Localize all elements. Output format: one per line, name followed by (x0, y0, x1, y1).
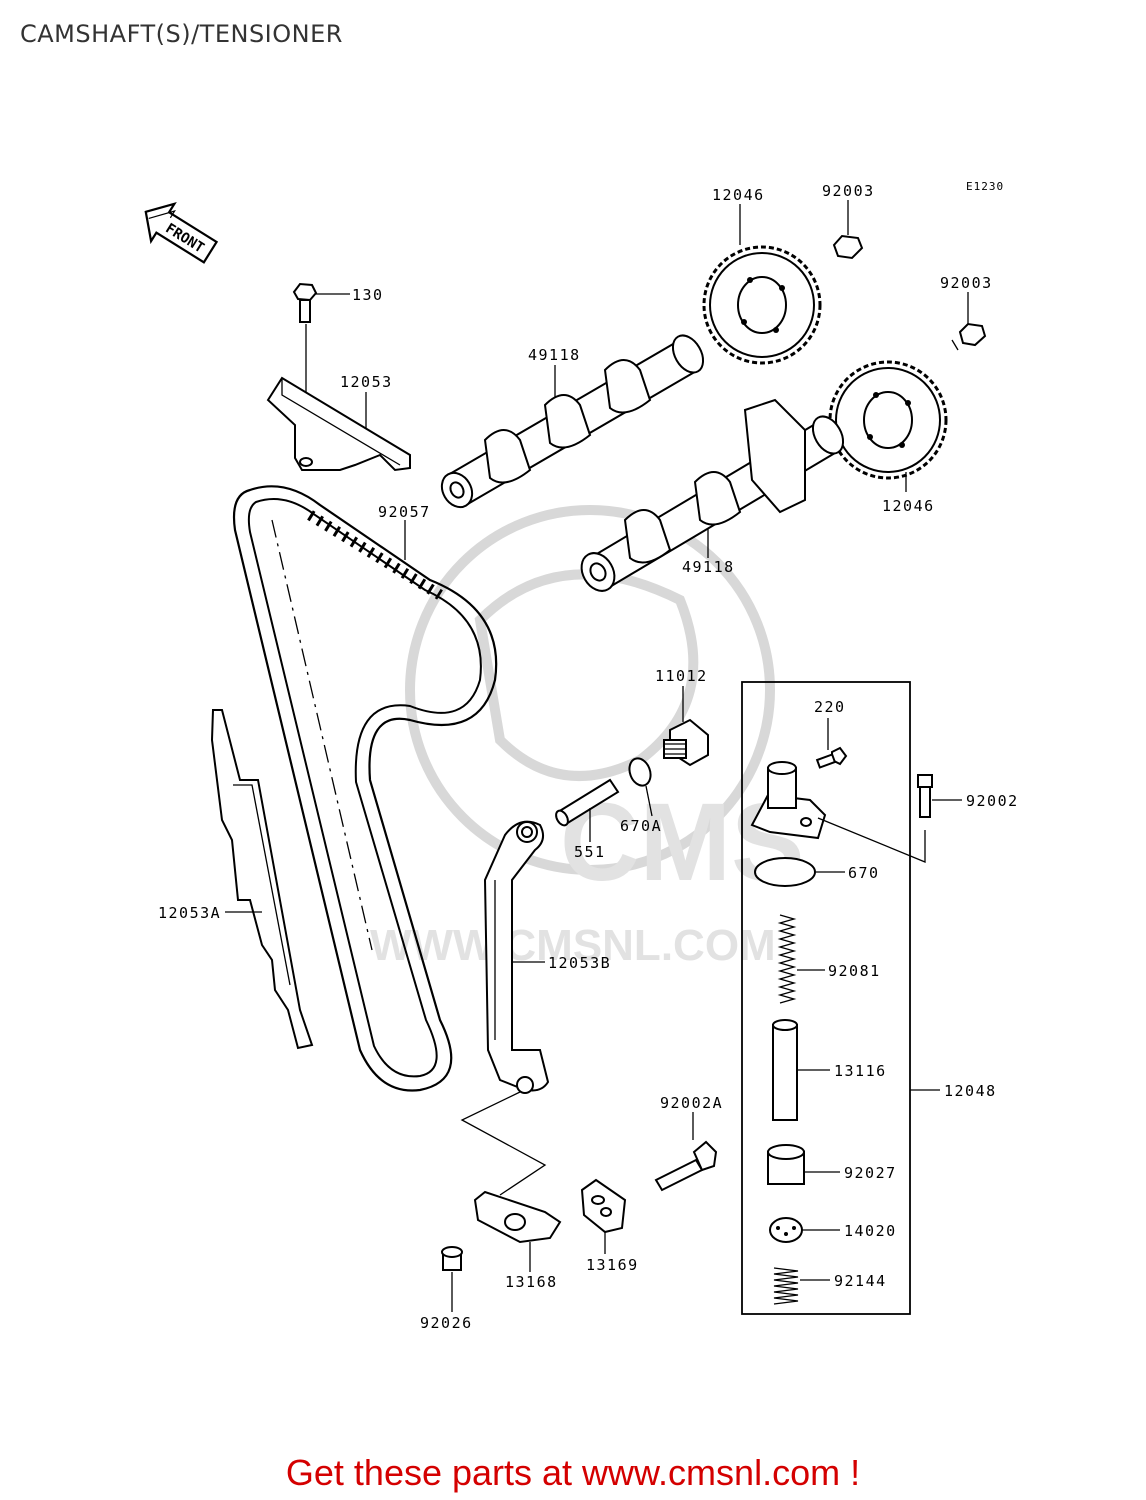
spring-92081-icon (777, 914, 797, 1004)
sprocket-bolt-icon (832, 234, 987, 351)
plate-13169 (580, 1178, 627, 1234)
label-11012: 11012 (655, 667, 708, 685)
label-92057: 92057 (378, 503, 431, 521)
collar-92026 (441, 1246, 463, 1271)
bolt-92002a-icon (654, 1140, 718, 1192)
page-title: CAMSHAFT(S)/TENSIONER (20, 20, 343, 48)
label-220: 220 (814, 698, 846, 716)
diagram-code: E1230 (966, 180, 1004, 193)
pin-551-icon (555, 778, 620, 827)
label-14020: 14020 (844, 1222, 897, 1240)
plug-11012-icon (663, 718, 709, 767)
label-12053: 12053 (340, 373, 393, 391)
label-49118-upper: 49118 (528, 346, 581, 364)
label-670: 670 (848, 864, 880, 882)
label-12053b: 12053B (548, 954, 611, 972)
label-13168: 13168 (505, 1273, 558, 1291)
camshaft-sprocket-upper (702, 245, 822, 365)
push-rod-13116 (772, 1019, 798, 1121)
leader-lines (225, 200, 969, 1312)
tensioner-body (750, 761, 827, 840)
label-92003-right: 92003 (940, 274, 993, 292)
chain-tensioner-guide-12053b (483, 820, 550, 1094)
front-arrow-icon: FRONT (144, 201, 219, 264)
cam-chain (232, 485, 498, 1092)
spring-92144-icon (773, 1267, 799, 1305)
label-92081: 92081 (828, 962, 881, 980)
camshaft-lower (580, 398, 845, 592)
label-49118-lower: 49118 (682, 558, 735, 576)
watermark-text: WWW.CMSNL.COM (370, 921, 776, 970)
collar-92027 (767, 1144, 805, 1185)
part-labels: 12046 92003 92003 130 49118 12053 92057 … (158, 182, 1019, 1332)
bolt-220-icon (815, 746, 848, 769)
label-130: 130 (352, 286, 384, 304)
ball-14020-icon (769, 1217, 803, 1243)
chain-guide-12053a (210, 709, 314, 1050)
chain-guide-cover (266, 376, 411, 472)
label-12046-lower: 12046 (882, 497, 935, 515)
label-13169: 13169 (586, 1256, 639, 1274)
o-ring-670-icon (754, 857, 816, 887)
o-ring-670a-icon (628, 757, 652, 787)
label-12048: 12048 (944, 1082, 997, 1100)
label-12053a: 12053A (158, 904, 221, 922)
camshaft-sprocket-lower (828, 360, 948, 480)
footer-cta-link[interactable]: Get these parts at www.cmsnl.com ! (285, 1452, 861, 1493)
bolt-92002-icon (917, 774, 933, 818)
camshaft-upper (440, 334, 705, 509)
label-92144: 92144 (834, 1272, 887, 1290)
label-551: 551 (574, 843, 606, 861)
label-13116: 13116 (834, 1062, 887, 1080)
tensioner-assembly-box (741, 681, 911, 1315)
label-670a: 670A (620, 817, 662, 835)
label-92003-upper: 92003 (822, 182, 875, 200)
label-12046-upper: 12046 (712, 186, 765, 204)
label-92026: 92026 (420, 1314, 473, 1332)
bracket-13168 (473, 1190, 562, 1244)
label-92002a: 92002A (660, 1094, 723, 1112)
label-92027: 92027 (844, 1164, 897, 1182)
label-92002: 92002 (966, 792, 1019, 810)
